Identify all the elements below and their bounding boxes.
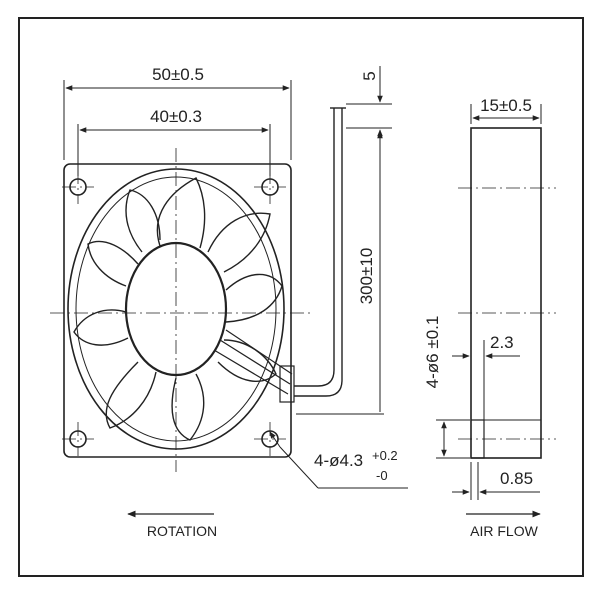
fan-side-view xyxy=(470,127,542,459)
fan-blade xyxy=(217,339,277,382)
dim-wire-offset-label: 5 xyxy=(360,71,379,80)
fan-blade xyxy=(105,361,157,429)
fan-blade xyxy=(87,240,139,287)
fan-blade xyxy=(171,373,205,441)
wire-exit xyxy=(279,365,295,403)
rotation-caption: ROTATION xyxy=(147,523,217,539)
dim-flange-depth-label: 2.3 xyxy=(490,333,514,352)
fan-blade xyxy=(207,212,271,273)
dim-screw-hole-prefix: 4-ø4.3 xyxy=(314,451,363,470)
center-lines xyxy=(50,148,312,472)
fan-blade xyxy=(125,189,161,253)
fan-blade xyxy=(73,309,129,346)
dim-flange-thickness xyxy=(452,462,540,500)
fan-frame xyxy=(63,163,292,458)
drawing-border xyxy=(18,17,584,577)
side-center-lines xyxy=(458,187,556,440)
dim-width-total-label: 50±0.5 xyxy=(152,65,204,84)
dim-screw-hole-tol-plus: +0.2 xyxy=(372,448,398,463)
fan-front-view xyxy=(63,163,295,458)
dim-screw-hole-tol-minus: -0 xyxy=(376,468,388,483)
dim-screw-hole xyxy=(269,431,408,489)
dim-flange-depth xyxy=(452,340,520,420)
dim-mount-hole-label: 4-ø6 ±0.1 xyxy=(423,316,442,389)
fan-blade xyxy=(225,273,283,323)
air-flow-caption: AIR FLOW xyxy=(470,523,538,539)
dim-wire-length xyxy=(296,131,384,415)
dim-wire-length-label: 300±10 xyxy=(357,248,376,305)
lead-wires xyxy=(294,107,346,397)
fan-blade xyxy=(156,177,206,249)
dim-mount-hole xyxy=(436,419,470,459)
dim-width-total xyxy=(63,80,292,160)
dim-flange-thickness-label: 0.85 xyxy=(500,469,533,488)
dim-hole-spacing xyxy=(77,124,271,176)
dim-thickness-label: 15±0.5 xyxy=(480,96,532,115)
fan-side-body xyxy=(470,127,542,459)
wire-channel xyxy=(213,329,293,395)
dim-hole-spacing-label: 40±0.3 xyxy=(150,107,202,126)
fan-blades xyxy=(73,177,283,441)
dim-thickness xyxy=(470,104,542,124)
